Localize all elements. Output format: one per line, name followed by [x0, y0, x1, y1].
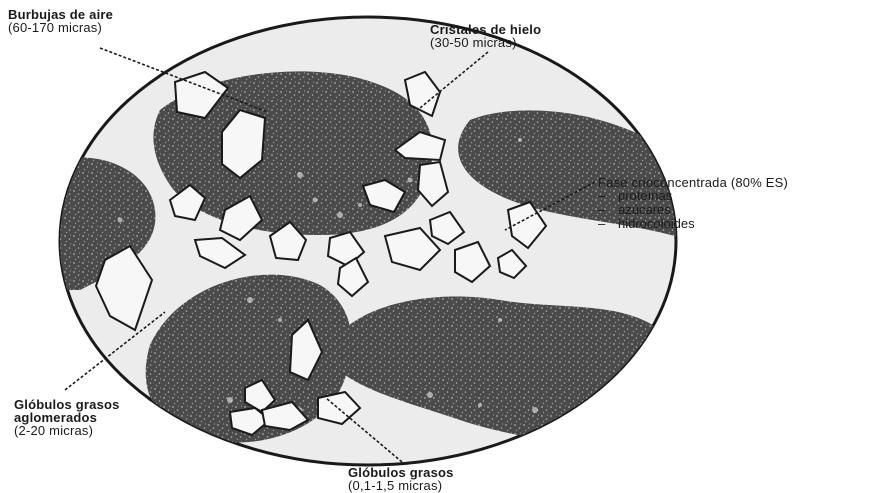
list-item: –azúcares — [598, 203, 695, 217]
list-item: –proteínas — [598, 189, 695, 203]
air-bubbles-size: (60-170 micras) — [8, 21, 113, 34]
list-item: –hidrocoloides — [598, 217, 695, 231]
list-marker: – — [598, 217, 618, 231]
label-air-bubbles: Burbujas de aire (60-170 micras) — [8, 8, 113, 34]
ice-crystals-size: (30-50 micras) — [430, 36, 541, 49]
list-marker: – — [598, 189, 618, 203]
fat-globules-size: (0,1-1,5 micras) — [348, 479, 454, 492]
component-hydrocolloids: hidrocoloides — [618, 216, 695, 231]
label-fat-agglomerates: Glóbulos grasos aglomerados (2-20 micras… — [14, 398, 120, 437]
component-sugars: azúcares — [618, 202, 671, 217]
label-fat-globules: Glóbulos grasos (0,1-1,5 micras) — [348, 466, 454, 492]
cryoconcentrated-components: –proteínas –azúcares –hidrocoloides — [598, 189, 695, 231]
list-marker: – — [598, 203, 618, 217]
component-proteins: proteínas — [618, 188, 672, 203]
label-ice-crystals: Cristales de hielo (30-50 micras) — [430, 23, 541, 49]
fat-agglomerates-size: (2-20 micras) — [14, 424, 120, 437]
